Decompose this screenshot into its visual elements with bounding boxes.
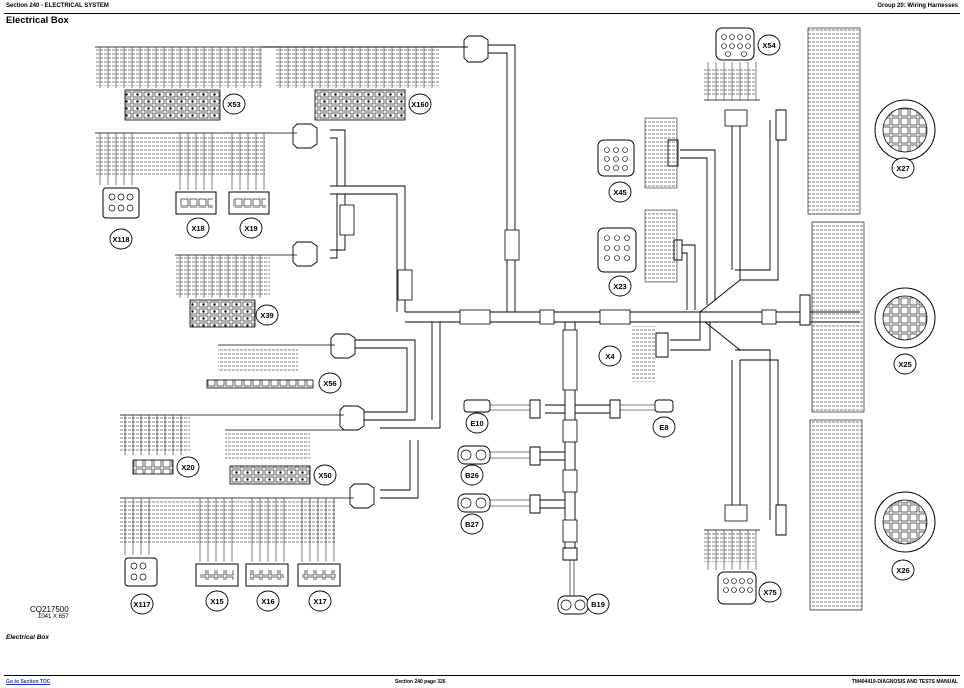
label-b26: B26 bbox=[465, 471, 479, 480]
label-x15: X15 bbox=[210, 597, 223, 606]
label-e8: E8 bbox=[659, 423, 668, 432]
page-title: Electrical Box bbox=[6, 15, 69, 26]
label-x56: X56 bbox=[323, 379, 336, 388]
footer-page-number: Section 240 page 326 bbox=[395, 679, 446, 685]
label-x25: X25 bbox=[898, 360, 911, 369]
label-x117: X117 bbox=[133, 600, 150, 609]
label-x75: X75 bbox=[763, 588, 776, 597]
x118-x18-x19-wires bbox=[95, 132, 297, 219]
figure-size: 1041 X 657 bbox=[38, 614, 69, 620]
label-b19: B19 bbox=[591, 600, 605, 609]
figure-id: CQ217500 bbox=[30, 605, 69, 614]
header-section-label: Section 240 - ELECTRICAL SYSTEM bbox=[6, 3, 109, 9]
header-group-label: Group 20: Wiring Harnesses bbox=[877, 3, 958, 9]
x75-connector bbox=[704, 529, 760, 605]
footer-divider bbox=[4, 675, 960, 676]
x53-wires bbox=[95, 46, 468, 121]
label-e10: E10 bbox=[470, 419, 483, 428]
label-b27: B27 bbox=[465, 520, 479, 529]
label-x27: X27 bbox=[896, 164, 909, 173]
label-x20: X20 bbox=[181, 463, 194, 472]
label-x39: X39 bbox=[260, 311, 273, 320]
section-toc-link[interactable]: Go to Section TOC bbox=[6, 679, 51, 685]
label-x54: X54 bbox=[762, 41, 776, 50]
label-x18: X18 bbox=[191, 224, 204, 233]
x20-x50-wires bbox=[120, 414, 344, 485]
x117-x15-x16-x17-wires bbox=[120, 497, 354, 587]
label-x45: X45 bbox=[613, 188, 626, 197]
x39-wires bbox=[175, 254, 297, 328]
x45-connector bbox=[597, 117, 678, 189]
label-x23: X23 bbox=[613, 282, 626, 291]
footer-section-title: Electrical Box bbox=[6, 634, 49, 641]
harness-sleeves bbox=[339, 109, 777, 543]
label-x19: X19 bbox=[244, 224, 257, 233]
x26-connector bbox=[809, 419, 936, 611]
x23-connector bbox=[597, 209, 678, 283]
x4-wire-list bbox=[632, 326, 656, 382]
label-x53: X53 bbox=[227, 100, 240, 109]
label-x160: X160 bbox=[411, 100, 429, 109]
label-x4: X4 bbox=[605, 352, 615, 361]
x54-connector bbox=[704, 27, 760, 101]
label-x50: X50 bbox=[318, 471, 331, 480]
x160-wires bbox=[275, 47, 440, 121]
inline-plugs bbox=[292, 35, 811, 561]
footer-manual-name: TM404419-DIAGNOSIS AND TESTS MANUAL bbox=[851, 679, 958, 685]
header-divider bbox=[4, 13, 960, 14]
small-device-leads bbox=[490, 404, 655, 596]
x27-connector bbox=[807, 27, 936, 215]
label-x17: X17 bbox=[313, 597, 326, 606]
label-bubbles bbox=[109, 34, 917, 615]
x25-connector bbox=[811, 221, 936, 413]
label-x118: X118 bbox=[112, 235, 129, 244]
small-device-pins bbox=[460, 449, 586, 611]
label-x16: X16 bbox=[261, 597, 274, 606]
x56-wires bbox=[206, 344, 335, 389]
label-x26: X26 bbox=[896, 566, 909, 575]
